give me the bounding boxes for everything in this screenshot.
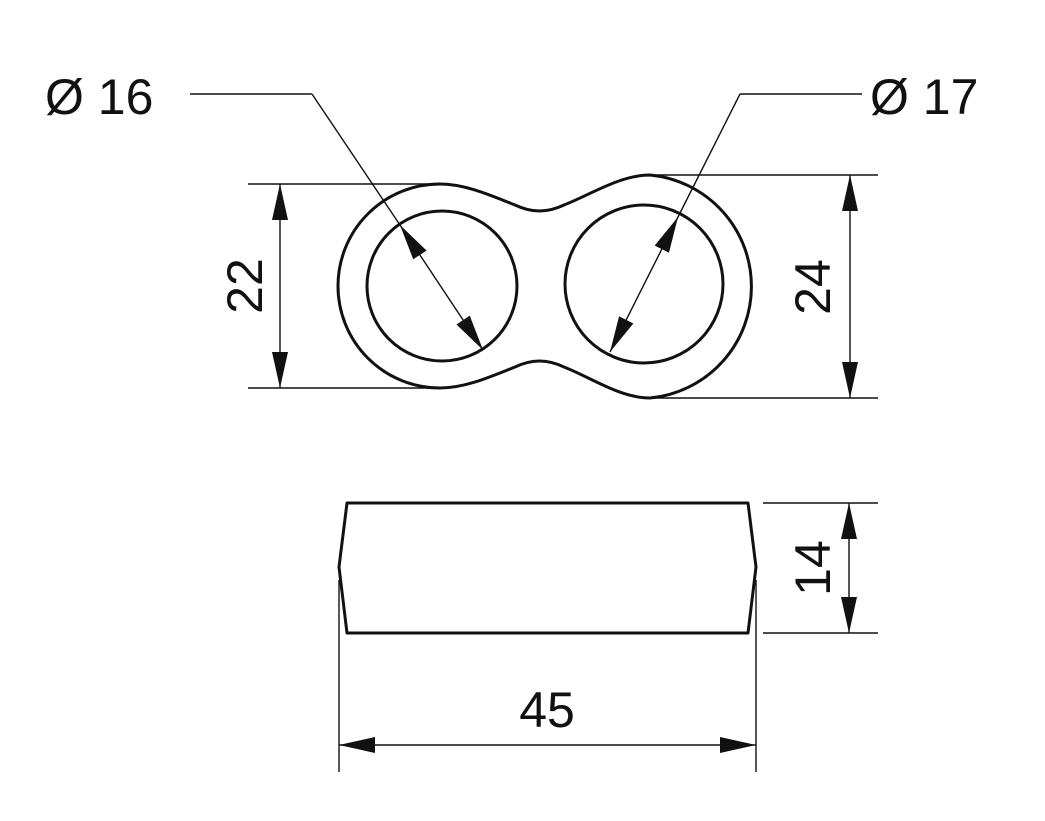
dia-right-label: Ø 17 bbox=[870, 69, 978, 125]
dia-left-dimension bbox=[190, 93, 484, 351]
length-dimension bbox=[338, 580, 757, 772]
top-view bbox=[336, 173, 753, 400]
length-label: 45 bbox=[519, 682, 575, 738]
height-right-label: 24 bbox=[785, 259, 841, 315]
dia-right-dimension bbox=[609, 93, 862, 353]
thickness-label: 14 bbox=[785, 540, 841, 596]
right-hole bbox=[563, 203, 725, 365]
height-left-label: 22 bbox=[217, 258, 273, 314]
left-hole bbox=[365, 209, 519, 363]
height-left-dimension bbox=[248, 183, 440, 389]
thickness-dimension bbox=[763, 502, 878, 634]
part-outer-outline bbox=[336, 173, 753, 400]
dia-left-label: Ø 16 bbox=[45, 69, 153, 125]
height-right-dimension bbox=[650, 174, 878, 399]
side-view-outline bbox=[337, 501, 758, 635]
